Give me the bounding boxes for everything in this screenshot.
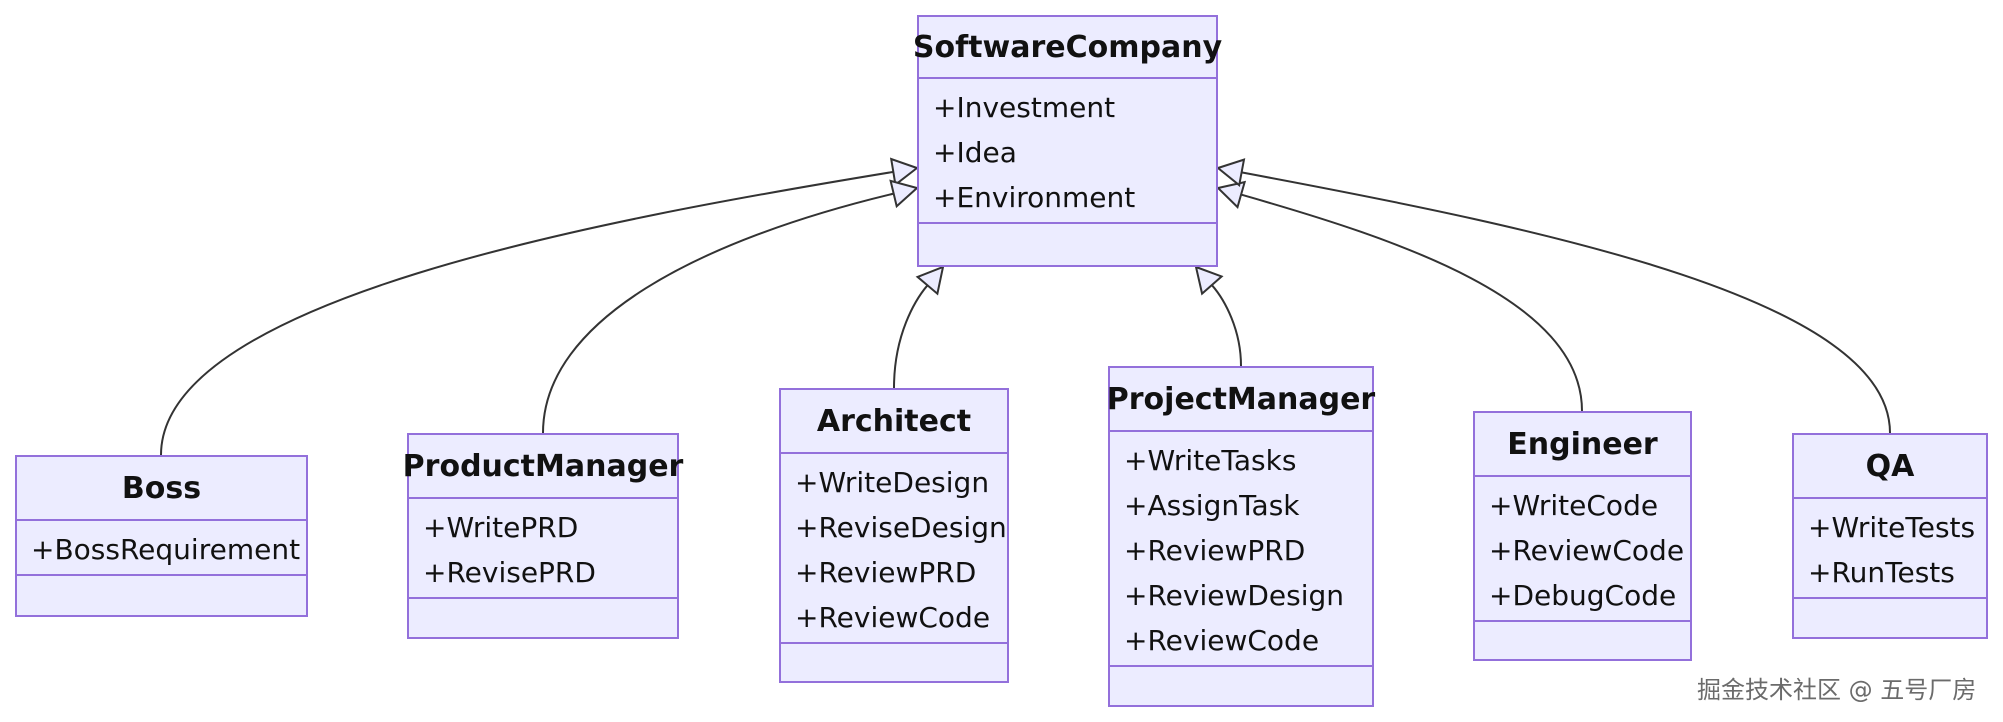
class-box-architect: Architect +WriteDesign +ReviseDesign +Re… (779, 388, 1009, 683)
inheritance-arrowhead-qa (1215, 158, 1246, 188)
class-attribute: +RevisePRD (423, 556, 596, 589)
class-name: SoftwareCompany (913, 17, 1222, 79)
class-name: ProjectManager (1107, 368, 1375, 432)
inheritance-line-product_manager (542, 192, 894, 434)
inheritance-line-boss (160, 170, 894, 456)
class-attribute: +ReviewCode (1124, 624, 1320, 657)
class-attributes: +WriteTests +RunTests (1794, 505, 1986, 595)
class-box-qa: QA +WriteTests +RunTests (1792, 433, 1988, 639)
inheritance-arrowhead-project_manager (1194, 265, 1224, 296)
inheritance-arrowhead-product_manager (889, 179, 920, 209)
class-box-engineer: Engineer +WriteCode +ReviewCode +DebugCo… (1473, 411, 1692, 661)
class-methods-section (1110, 665, 1372, 705)
class-methods-section (781, 642, 1007, 681)
class-attribute: +ReviewPRD (795, 556, 977, 589)
class-attribute: +ReviewCode (795, 601, 991, 634)
class-box-software-company: SoftwareCompany +Investment +Idea +Envir… (913, 15, 1222, 267)
class-methods-section (1794, 597, 1986, 637)
class-attribute: +ReviewCode (1489, 534, 1685, 567)
class-attribute: +Idea (933, 136, 1017, 169)
class-name: Boss (17, 457, 306, 521)
class-attributes: +WriteTasks +AssignTask +ReviewPRD +Revi… (1110, 438, 1372, 663)
inheritance-line-qa (1241, 171, 1891, 434)
class-methods-section (919, 222, 1216, 265)
inheritance-arrowhead-architect (915, 265, 945, 296)
inheritance-line-engineer (1240, 193, 1583, 412)
class-box-boss: Boss +BossRequirement (15, 455, 308, 617)
class-attribute: +ReviewPRD (1124, 534, 1306, 567)
class-attributes: +Investment +Idea +Environment (919, 85, 1216, 220)
class-attribute: +BossRequirement (31, 533, 301, 566)
inheritance-line-architect (893, 284, 929, 389)
class-attribute: +WriteTests (1808, 511, 1976, 544)
class-attribute: +WriteDesign (795, 466, 990, 499)
class-attribute: +WriteTasks (1124, 444, 1297, 477)
inheritance-arrowhead-engineer (1215, 180, 1247, 209)
class-methods-section (409, 597, 677, 637)
inheritance-arrowhead-boss (889, 157, 920, 187)
inheritance-line-project_manager (1211, 284, 1242, 367)
class-attribute: +DebugCode (1489, 579, 1677, 612)
watermark: 掘金技术社区 @ 五号厂房 (1697, 676, 1977, 704)
class-attribute: +AssignTask (1124, 489, 1300, 522)
class-attribute: +RunTests (1808, 556, 1955, 589)
class-name: QA (1794, 435, 1986, 499)
class-name: ProductManager (403, 435, 683, 499)
class-attribute: +Environment (933, 181, 1136, 214)
class-attributes: +WriteDesign +ReviseDesign +ReviewPRD +R… (781, 460, 1007, 640)
class-methods-section (17, 574, 306, 615)
class-box-product-manager: ProductManager +WritePRD +RevisePRD (403, 433, 683, 639)
class-attributes: +WritePRD +RevisePRD (409, 505, 677, 595)
class-attribute: +WriteCode (1489, 489, 1659, 522)
class-attributes: +WriteCode +ReviewCode +DebugCode (1475, 483, 1690, 618)
class-attribute: +WritePRD (423, 511, 579, 544)
class-attribute: +Investment (933, 91, 1116, 124)
class-name: Architect (781, 390, 1007, 454)
class-attributes: +BossRequirement (17, 527, 306, 572)
inheritance-edges (160, 157, 1891, 456)
class-attribute: +ReviewDesign (1124, 579, 1345, 612)
class-methods-section (1475, 620, 1690, 659)
class-box-project-manager: ProjectManager +WriteTasks +AssignTask +… (1107, 366, 1375, 707)
class-name: Engineer (1475, 413, 1690, 477)
class-attribute: +ReviseDesign (795, 511, 1007, 544)
